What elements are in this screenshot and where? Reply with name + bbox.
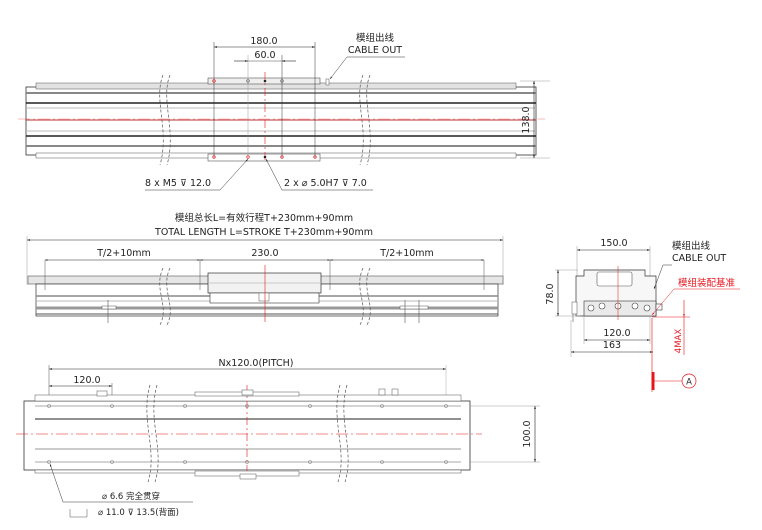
dim-right-span: T/2+10mm [379,248,434,259]
dim-carriage-inner: 60.0 [254,50,275,61]
dim-pitch-total: Nx120.0(PITCH) [219,358,294,369]
end-view: 150.0 78.0 120.0 163 模组出线 CABLE OUT 模组装配… [545,238,740,392]
dim-end-height: 78.0 [545,283,556,304]
total-length-cn: 模组总长L=有效行程T+230mm+90mm [175,212,353,224]
dim-bottom-width: 100.0 [522,420,533,447]
datum-label: A [686,378,692,388]
counterbore-symbol [69,509,88,518]
bottom-view: Nx120.0(PITCH) 120.0 10 [16,358,540,518]
end-cable-out-en: CABLE OUT [672,253,726,264]
top-view: 180.0 60.0 模组出线 CABLE OUT 138.0 8 x M5 ⊽… [18,32,550,191]
assembly-reference-label: 模组装配基准 [678,277,736,289]
cable-out-en-label: CABLE OUT [348,45,402,56]
dim-carriage-length: 230.0 [251,248,278,259]
dim-left-span: T/2+10mm [96,248,151,259]
dim-height: 138.0 [521,106,532,133]
callout-counterbore: ⌀ 11.0 ⊽ 13.5(背面) [98,507,179,518]
cable-out-cn-label: 模组出线 [356,32,395,44]
dim-base-outer: 163 [603,340,621,351]
datum-circle [681,373,697,389]
side-view: 模组总长L=有效行程T+230mm+90mm TOTAL LENGTH L=ST… [26,212,504,326]
dim-end-width: 150.0 [600,238,627,249]
dim-4max: 4MAX [674,329,684,354]
dim-base-inner: 120.0 [603,328,630,339]
total-length-en: TOTAL LENGTH L=STROKE T+230mm+90mm [154,227,373,238]
end-cable-out-cn: 模组出线 [672,240,711,252]
dim-carriage-outer: 180.0 [250,36,277,47]
callout-pin-holes: 2 x ⌀ 5.0H7 ⊽ 7.0 [284,178,367,189]
dim-pitch: 120.0 [73,375,100,386]
callout-through-hole: ⌀ 6.6 完全贯穿 [102,491,160,502]
callout-tapped-holes: 8 x M5 ⊽ 12.0 [145,178,211,189]
